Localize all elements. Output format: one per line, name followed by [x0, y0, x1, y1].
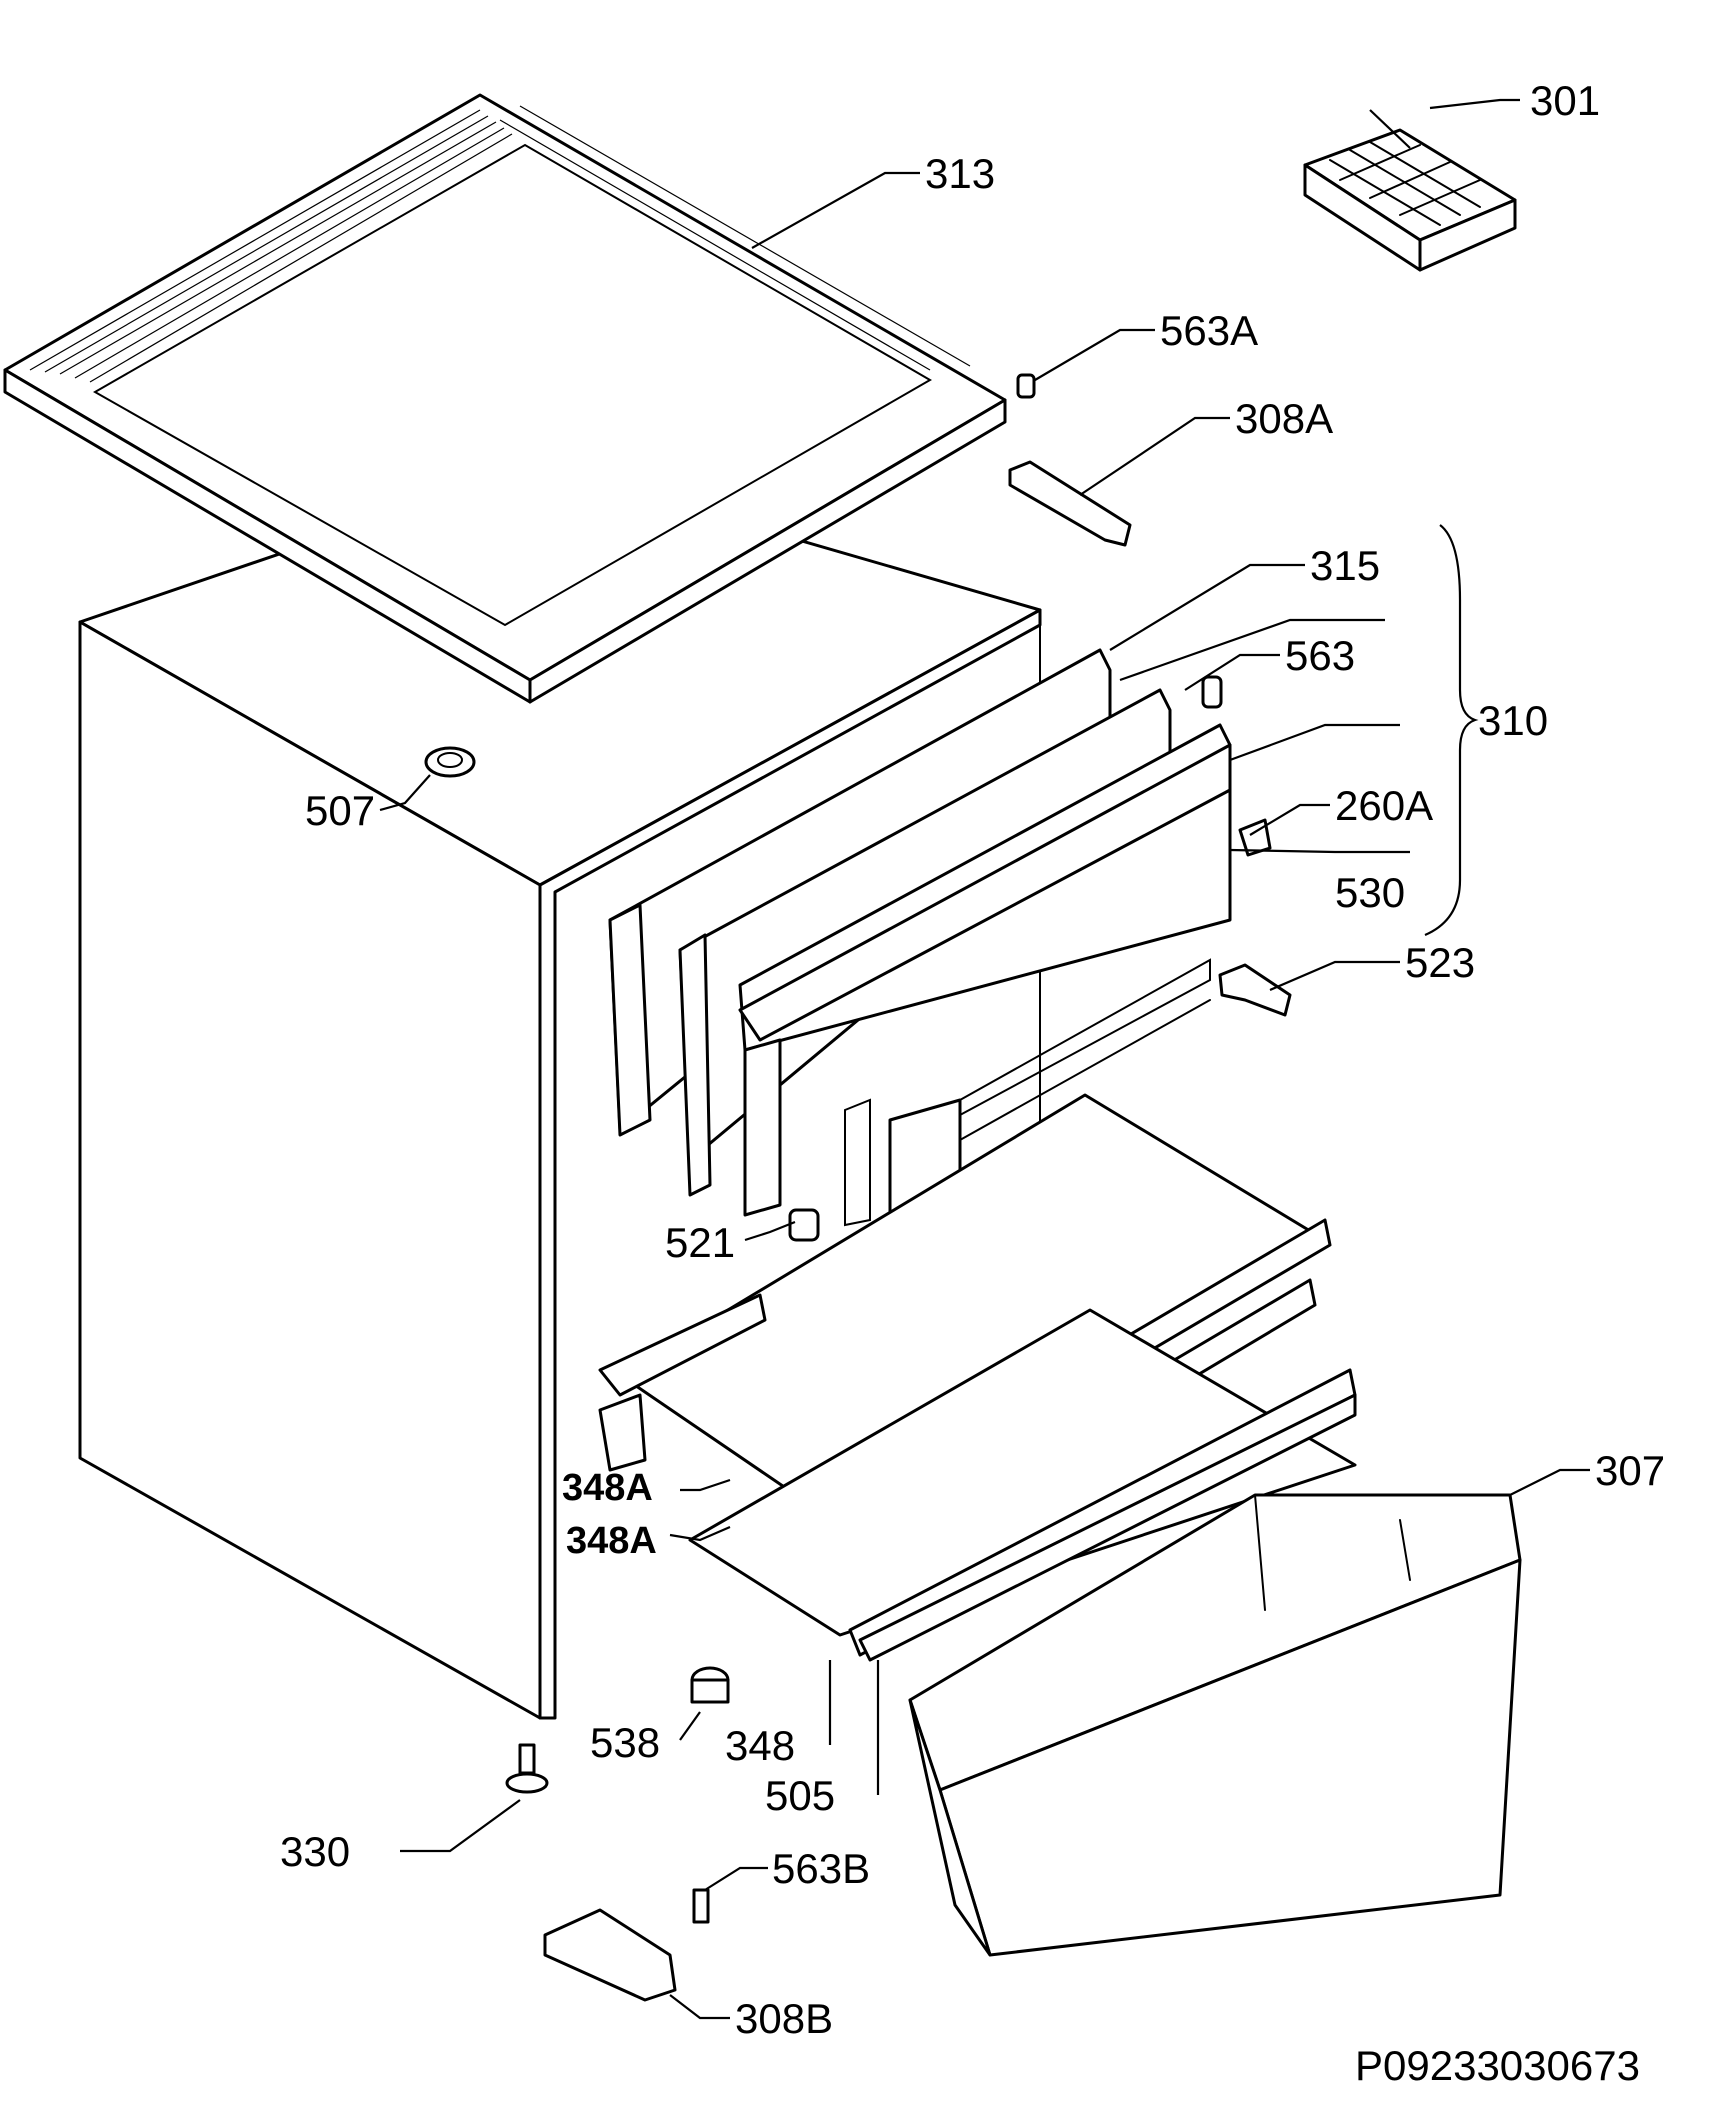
door-assembly — [608, 648, 1232, 1247]
label-521: 521 — [665, 1219, 735, 1266]
document-number: P09233030673 — [1355, 2042, 1640, 2089]
label-313: 313 — [925, 150, 995, 197]
label-348: 348 — [725, 1722, 795, 1769]
label-523: 523 — [1405, 939, 1475, 986]
label-563B: 563B — [772, 1845, 870, 1892]
label-301: 301 — [1530, 77, 1600, 124]
label-507: 507 — [305, 787, 375, 834]
small-parts — [424, 373, 1357, 2002]
leader-lines — [379, 98, 1590, 2020]
label-348A-upper: 348A — [562, 1467, 653, 1509]
label-530: 530 — [1335, 869, 1405, 916]
label-330: 330 — [280, 1828, 350, 1875]
label-310: 310 — [1478, 697, 1548, 744]
label-563: 563 — [1285, 632, 1355, 679]
label-307: 307 — [1595, 1447, 1665, 1494]
bracket-310 — [1424, 524, 1479, 937]
worktop-313 — [3, 93, 1007, 704]
label-260A: 260A — [1335, 782, 1433, 829]
label-315: 315 — [1310, 542, 1380, 589]
ice-tray-301 — [1303, 128, 1517, 272]
shelves — [598, 1093, 1357, 1657]
label-308B: 308B — [735, 1995, 833, 2042]
label-563A: 563A — [1160, 307, 1258, 354]
label-538: 538 — [590, 1719, 660, 1766]
label-308A: 308A — [1235, 395, 1333, 442]
label-348A-lower: 348A — [566, 1520, 657, 1562]
door-bin-307 — [908, 1493, 1522, 1957]
label-505: 505 — [765, 1772, 835, 1819]
part-labels: 301 313 563A 308A 315 563 310 507 260A 5… — [280, 77, 1665, 2089]
